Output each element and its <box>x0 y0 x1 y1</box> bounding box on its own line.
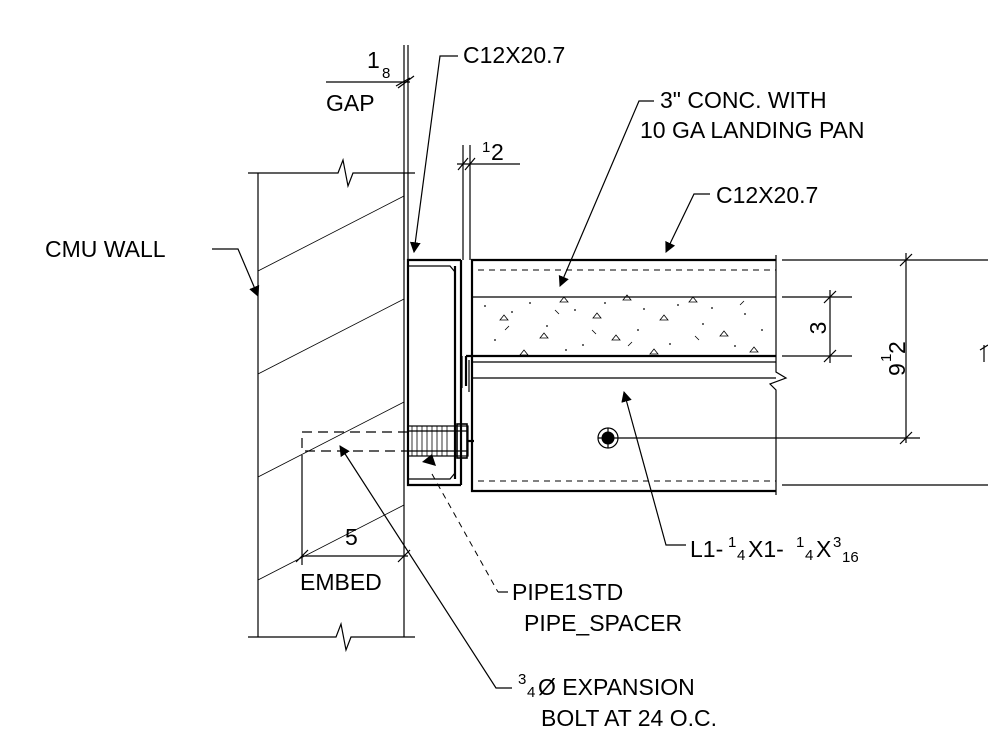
stringer-bolt <box>597 427 920 449</box>
wall-channel <box>406 258 463 487</box>
concrete-label-1: 3" CONC. WITH <box>660 87 827 113</box>
angle-leader <box>621 390 686 546</box>
pipe-label-1: PIPE1STD <box>512 579 623 605</box>
channel-depth-value: 9 <box>884 363 910 376</box>
bolt-label: 3 4 Ø EXPANSION <box>518 671 695 701</box>
cropped-dimension-mark <box>979 344 988 362</box>
svg-text:4: 4 <box>737 547 745 564</box>
svg-text:4: 4 <box>805 547 813 564</box>
svg-text:3: 3 <box>833 534 841 551</box>
gap-label: GAP <box>326 90 375 116</box>
svg-text:1: 1 <box>796 534 804 551</box>
cmu-wall-label: CMU WALL <box>45 236 166 262</box>
pipe-label-2: PIPE_SPACER <box>524 610 682 636</box>
gap-dimension <box>326 45 415 260</box>
stringer-channel <box>470 255 788 495</box>
cmu-wall-leader <box>212 248 260 297</box>
concrete-label-2: 10 GA LANDING PAN <box>640 117 865 143</box>
svg-text:X1-: X1- <box>748 536 784 562</box>
embed-label: EMBED <box>300 569 382 595</box>
gap-fraction-num: 1 <box>367 47 380 73</box>
svg-text:4: 4 <box>527 684 535 701</box>
svg-text:Ø EXPANSION: Ø EXPANSION <box>538 674 695 700</box>
slab-depth-value: 3 <box>805 322 831 335</box>
svg-text:16: 16 <box>842 549 859 566</box>
concrete-leader <box>558 100 654 287</box>
half-fraction-den: 2 <box>491 139 504 165</box>
channel-top-label: C12X20.7 <box>463 42 565 68</box>
half-inch-dimension <box>457 145 520 260</box>
bolt-label-2: BOLT AT 24 O.C. <box>541 705 717 731</box>
embed-value: 5 <box>345 524 358 550</box>
slab-depth-dimension <box>782 290 852 363</box>
gap-fraction-den: 8 <box>382 65 390 82</box>
channel-top-leader <box>409 55 458 254</box>
support-angle <box>461 356 776 392</box>
concrete-slab <box>466 294 776 363</box>
channel-right-label: C12X20.7 <box>716 182 818 208</box>
svg-text:L1-: L1- <box>690 536 723 562</box>
channel-right-leader <box>665 193 710 253</box>
embed-dimension <box>295 455 411 565</box>
svg-text:X: X <box>816 536 831 562</box>
half-fraction-num: 1 <box>482 139 490 156</box>
pipe-leader-arrow <box>422 454 436 466</box>
expansion-bolt <box>301 423 474 459</box>
bolt-leader <box>339 445 512 689</box>
angle-label: L1- 1 4 X1- 1 4 X 3 16 <box>690 534 859 566</box>
pipe-leader-dashed <box>431 473 499 593</box>
svg-text:1: 1 <box>728 534 736 551</box>
channel-depth-dimension <box>782 253 988 486</box>
svg-text:3: 3 <box>518 671 526 688</box>
channel-depth-frac-num: 1 <box>878 354 895 362</box>
channel-depth-frac-den: 2 <box>884 341 910 354</box>
